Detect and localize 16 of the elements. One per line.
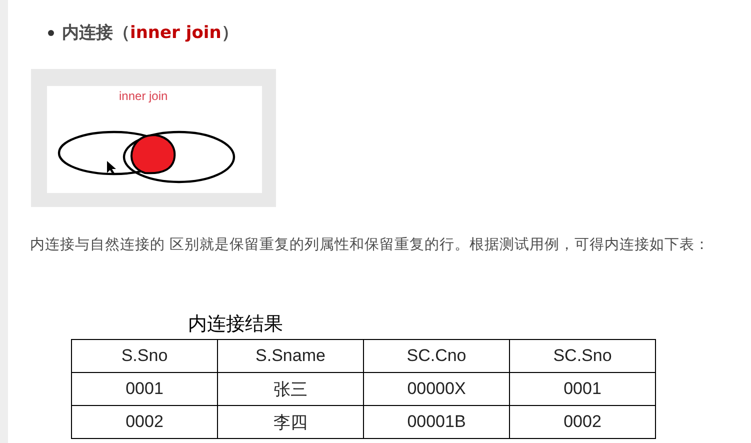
column-header: SC.Cno (364, 340, 510, 372)
table-value: 0002 (72, 406, 218, 438)
table-value: 00001B (364, 406, 510, 438)
table-value: 0002 (510, 406, 656, 438)
table-value: 00000X (364, 372, 510, 406)
column-header: S.Sname (218, 340, 364, 372)
column-header: SC.Sno (510, 340, 656, 372)
section-heading: 内连接（inner join） (62, 22, 238, 44)
venn-title: inner join (119, 89, 168, 103)
table-value: 李四 (218, 406, 364, 438)
column-header: S.Sno (72, 340, 218, 372)
table-value: 0001 (510, 372, 656, 406)
paragraph: 内连接与自然连接的 区别就是保留重复的列属性和保留重复的行。根据测试用例，可得内连接如下表： (30, 235, 711, 255)
table-value: 0001 (72, 372, 218, 406)
table-title: 内连接结果 (188, 312, 283, 337)
table-value: 张三 (218, 372, 364, 406)
